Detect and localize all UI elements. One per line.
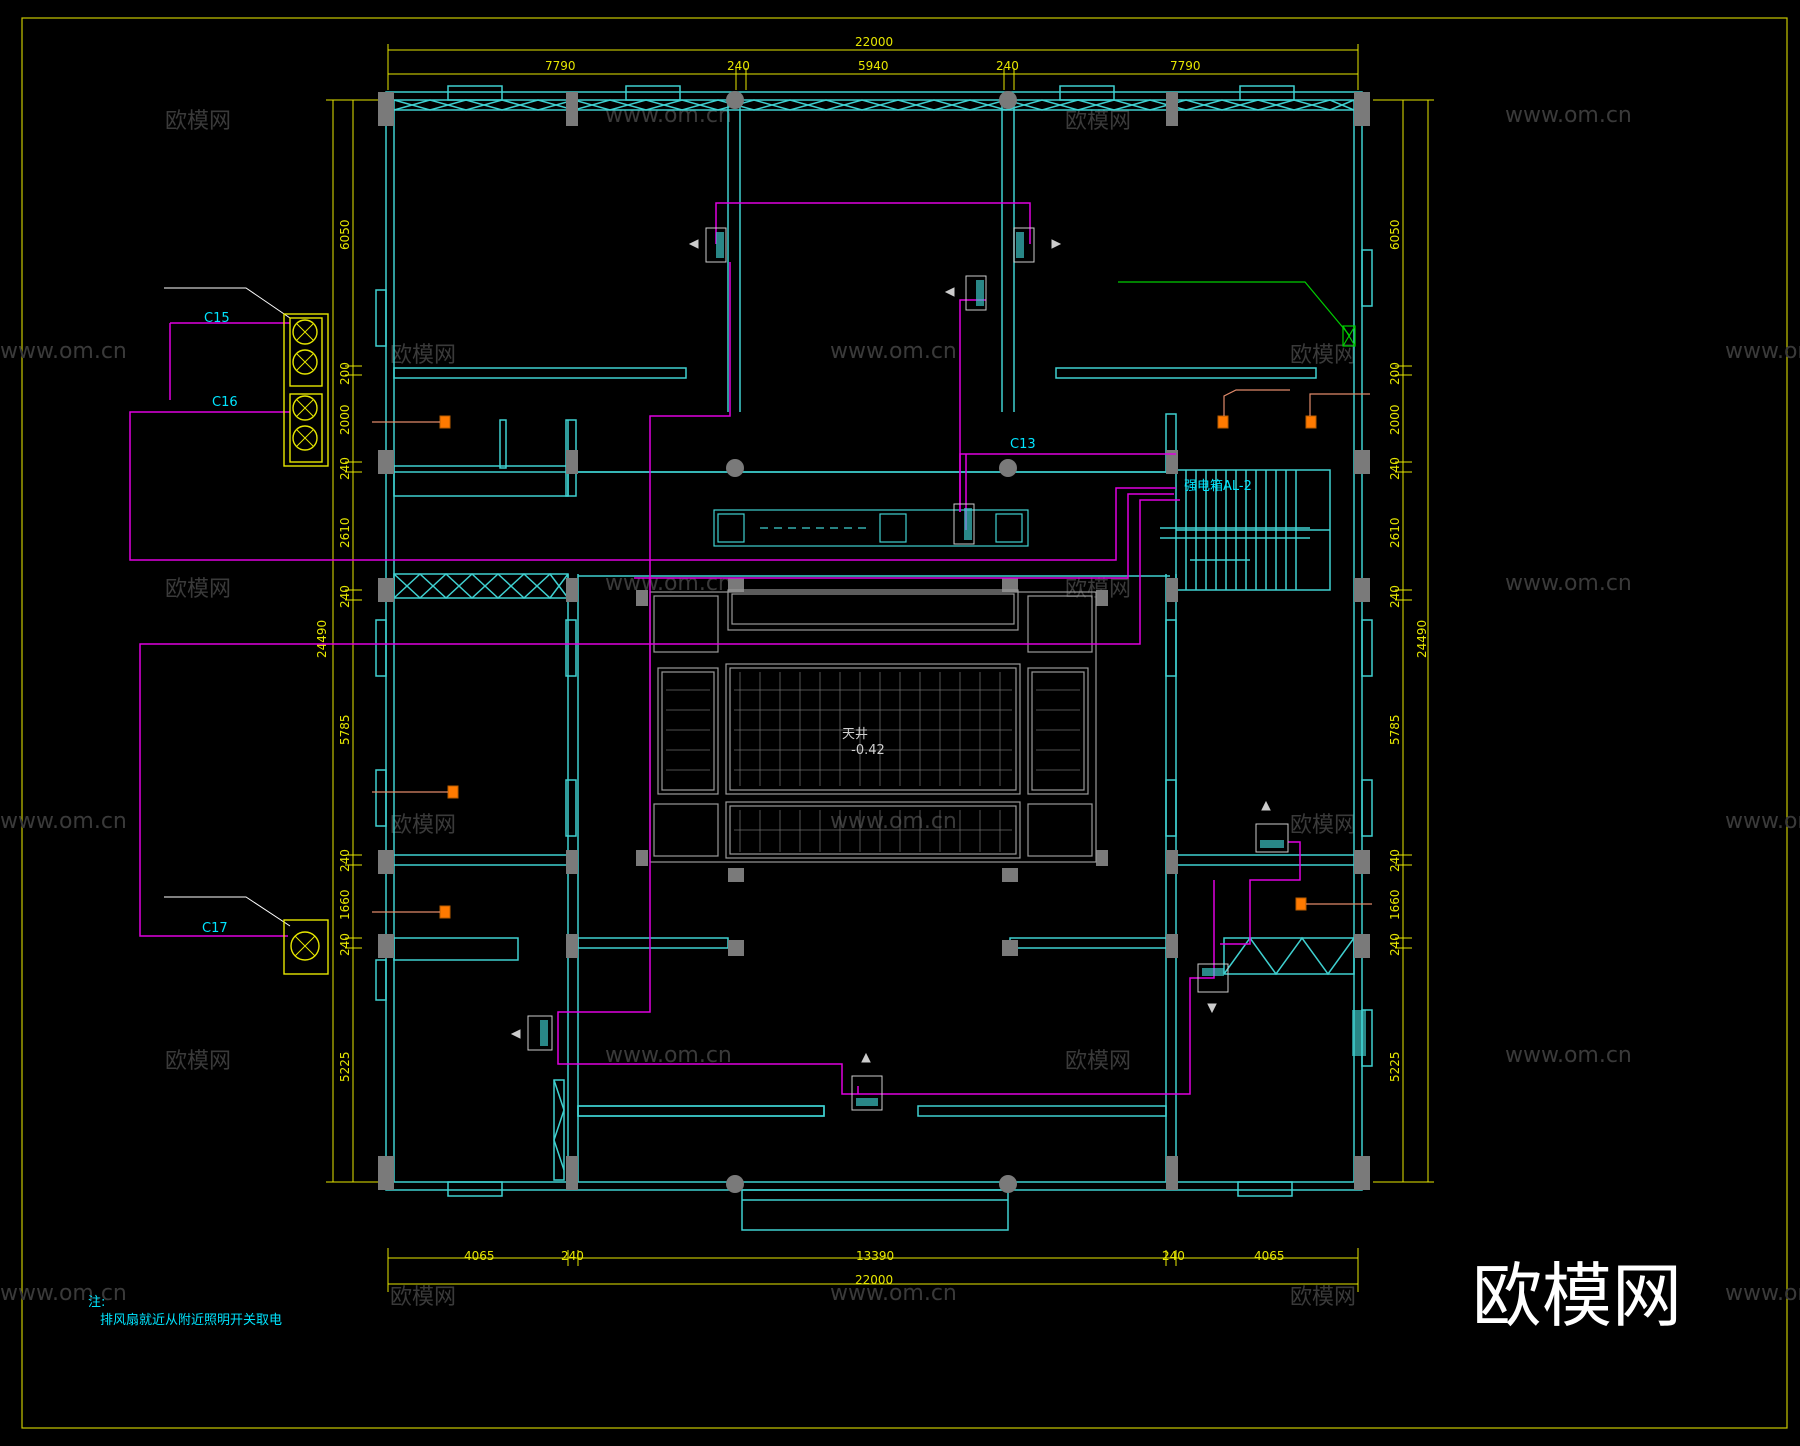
- courtyard-pattern: [666, 672, 1080, 852]
- courtyard-level: -0.42: [851, 743, 885, 758]
- tag-c13: C13: [1010, 437, 1036, 452]
- dim-left-seg-11: 5225: [338, 1051, 352, 1082]
- dim-left-total: 24490: [315, 620, 329, 658]
- watermark-url: www.om.cn: [1725, 1281, 1800, 1306]
- brand-logo: 欧模网: [1472, 1255, 1682, 1337]
- watermark-url: www.om.cn: [830, 1281, 957, 1306]
- courtyard: [649, 589, 1097, 863]
- tag-c17: C17: [202, 921, 228, 936]
- dim-left-seg-7: 5785: [338, 714, 352, 745]
- watermark-url: www.om.cn: [605, 103, 732, 128]
- airflow-arrows: [510, 239, 1271, 1063]
- dim-bottom-seg-3: 13390: [856, 1249, 894, 1263]
- dim-right-seg-8: 240: [1388, 849, 1402, 872]
- dim-left-seg-1: 6050: [338, 219, 352, 250]
- watermark-cn: 欧模网: [165, 1049, 231, 1074]
- dim-right-total: 24490: [1415, 620, 1429, 658]
- dim-top-seg-2: 240: [727, 59, 750, 73]
- walls: [375, 85, 1373, 1231]
- watermark-url: www.om.cn: [1505, 571, 1632, 596]
- dim-left-seg-4: 240: [338, 457, 352, 480]
- dim-right-seg-7: 5785: [1388, 714, 1402, 745]
- dim-right-seg-6: 240: [1388, 585, 1402, 608]
- dim-top-seg-3: 5940: [858, 59, 889, 73]
- watermark-url: www.om.cn: [1505, 1043, 1632, 1068]
- dim-left-seg-10: 240: [338, 933, 352, 956]
- hvac-fills: [540, 232, 1366, 1106]
- dim-right-seg-11: 5225: [1388, 1051, 1402, 1082]
- dim-bottom-total: 22000: [855, 1273, 893, 1287]
- dim-left-seg-3: 2000: [338, 404, 352, 435]
- tag-c15: C15: [204, 311, 230, 326]
- note-title: 注:: [88, 1295, 105, 1310]
- outlet-leads: [372, 389, 1372, 913]
- watermark-url: www.om.cn: [1725, 809, 1800, 834]
- watermark-url: www.om.cn: [0, 809, 127, 834]
- watermark-layer: 欧模网 www.om.cn 欧模网 www.om.cn www.om.cn 欧模…: [0, 103, 1800, 1310]
- courtyard-label: 天井: [842, 727, 868, 742]
- dim-right-seg-3: 2000: [1388, 404, 1402, 435]
- watermark-url: www.om.cn: [0, 1281, 127, 1306]
- dim-right-seg-2: 200: [1388, 362, 1402, 385]
- fan-blades: [294, 323, 316, 957]
- exhaust-fan-group: [283, 313, 329, 975]
- watermark-cn: 欧模网: [390, 343, 456, 368]
- dim-bottom-seg-4: 240: [1162, 1249, 1185, 1263]
- green-lead: [1118, 281, 1356, 347]
- circuit-wiring: [129, 202, 1301, 1095]
- dim-right-seg-1: 6050: [1388, 219, 1402, 250]
- watermark-url: www.om.cn: [1725, 339, 1800, 364]
- dim-top-total: 22000: [855, 35, 893, 49]
- panel-label: 强电箱AL-2: [1184, 478, 1252, 494]
- dim-left-seg-5: 2610: [338, 517, 352, 548]
- watermark-cn: 欧模网: [1290, 343, 1356, 368]
- columns: [378, 91, 1370, 1193]
- dim-top-seg-5: 7790: [1170, 59, 1201, 73]
- watermark-cn: 欧模网: [1065, 109, 1131, 134]
- dim-left-seg-6: 240: [338, 585, 352, 608]
- dim-top-seg-4: 240: [996, 59, 1019, 73]
- note-text: 排风扇就近从附近照明开关取电: [100, 1312, 282, 1328]
- dim-bottom-seg-1: 4065: [464, 1249, 495, 1263]
- watermark-url: www.om.cn: [830, 339, 957, 364]
- dim-right-seg-9: 1660: [1388, 889, 1402, 920]
- dim-bottom-seg-2: 240: [561, 1249, 584, 1263]
- dim-bottom-seg-5: 4065: [1254, 1249, 1285, 1263]
- dim-left-seg-9: 1660: [338, 889, 352, 920]
- watermark-cn: 欧模网: [1290, 1285, 1356, 1310]
- leader-lines: [164, 287, 291, 927]
- hvac-units: [527, 227, 1289, 1111]
- watermark-cn: 欧模网: [390, 1285, 456, 1310]
- watermark-cn: 欧模网: [165, 109, 231, 134]
- watermark-cn: 欧模网: [390, 813, 456, 838]
- dim-right-seg-5: 2610: [1388, 517, 1402, 548]
- watermark-cn: 欧模网: [165, 577, 231, 602]
- dim-left-seg-2: 200: [338, 362, 352, 385]
- watermark-url: www.om.cn: [0, 339, 127, 364]
- dim-right-seg-10: 240: [1388, 933, 1402, 956]
- dim-top-seg-1: 7790: [545, 59, 576, 73]
- watermark-cn: 欧模网: [1290, 813, 1356, 838]
- dimension-lines: [326, 44, 1434, 1292]
- dim-left-seg-8: 240: [338, 849, 352, 872]
- tag-c16: C16: [212, 395, 238, 410]
- dim-right-seg-4: 240: [1388, 457, 1402, 480]
- watermark-cn: 欧模网: [1065, 1049, 1131, 1074]
- drawing-frame: [21, 17, 1788, 1429]
- watermark-url: www.om.cn: [1505, 103, 1632, 128]
- bar-counter: [713, 509, 1029, 547]
